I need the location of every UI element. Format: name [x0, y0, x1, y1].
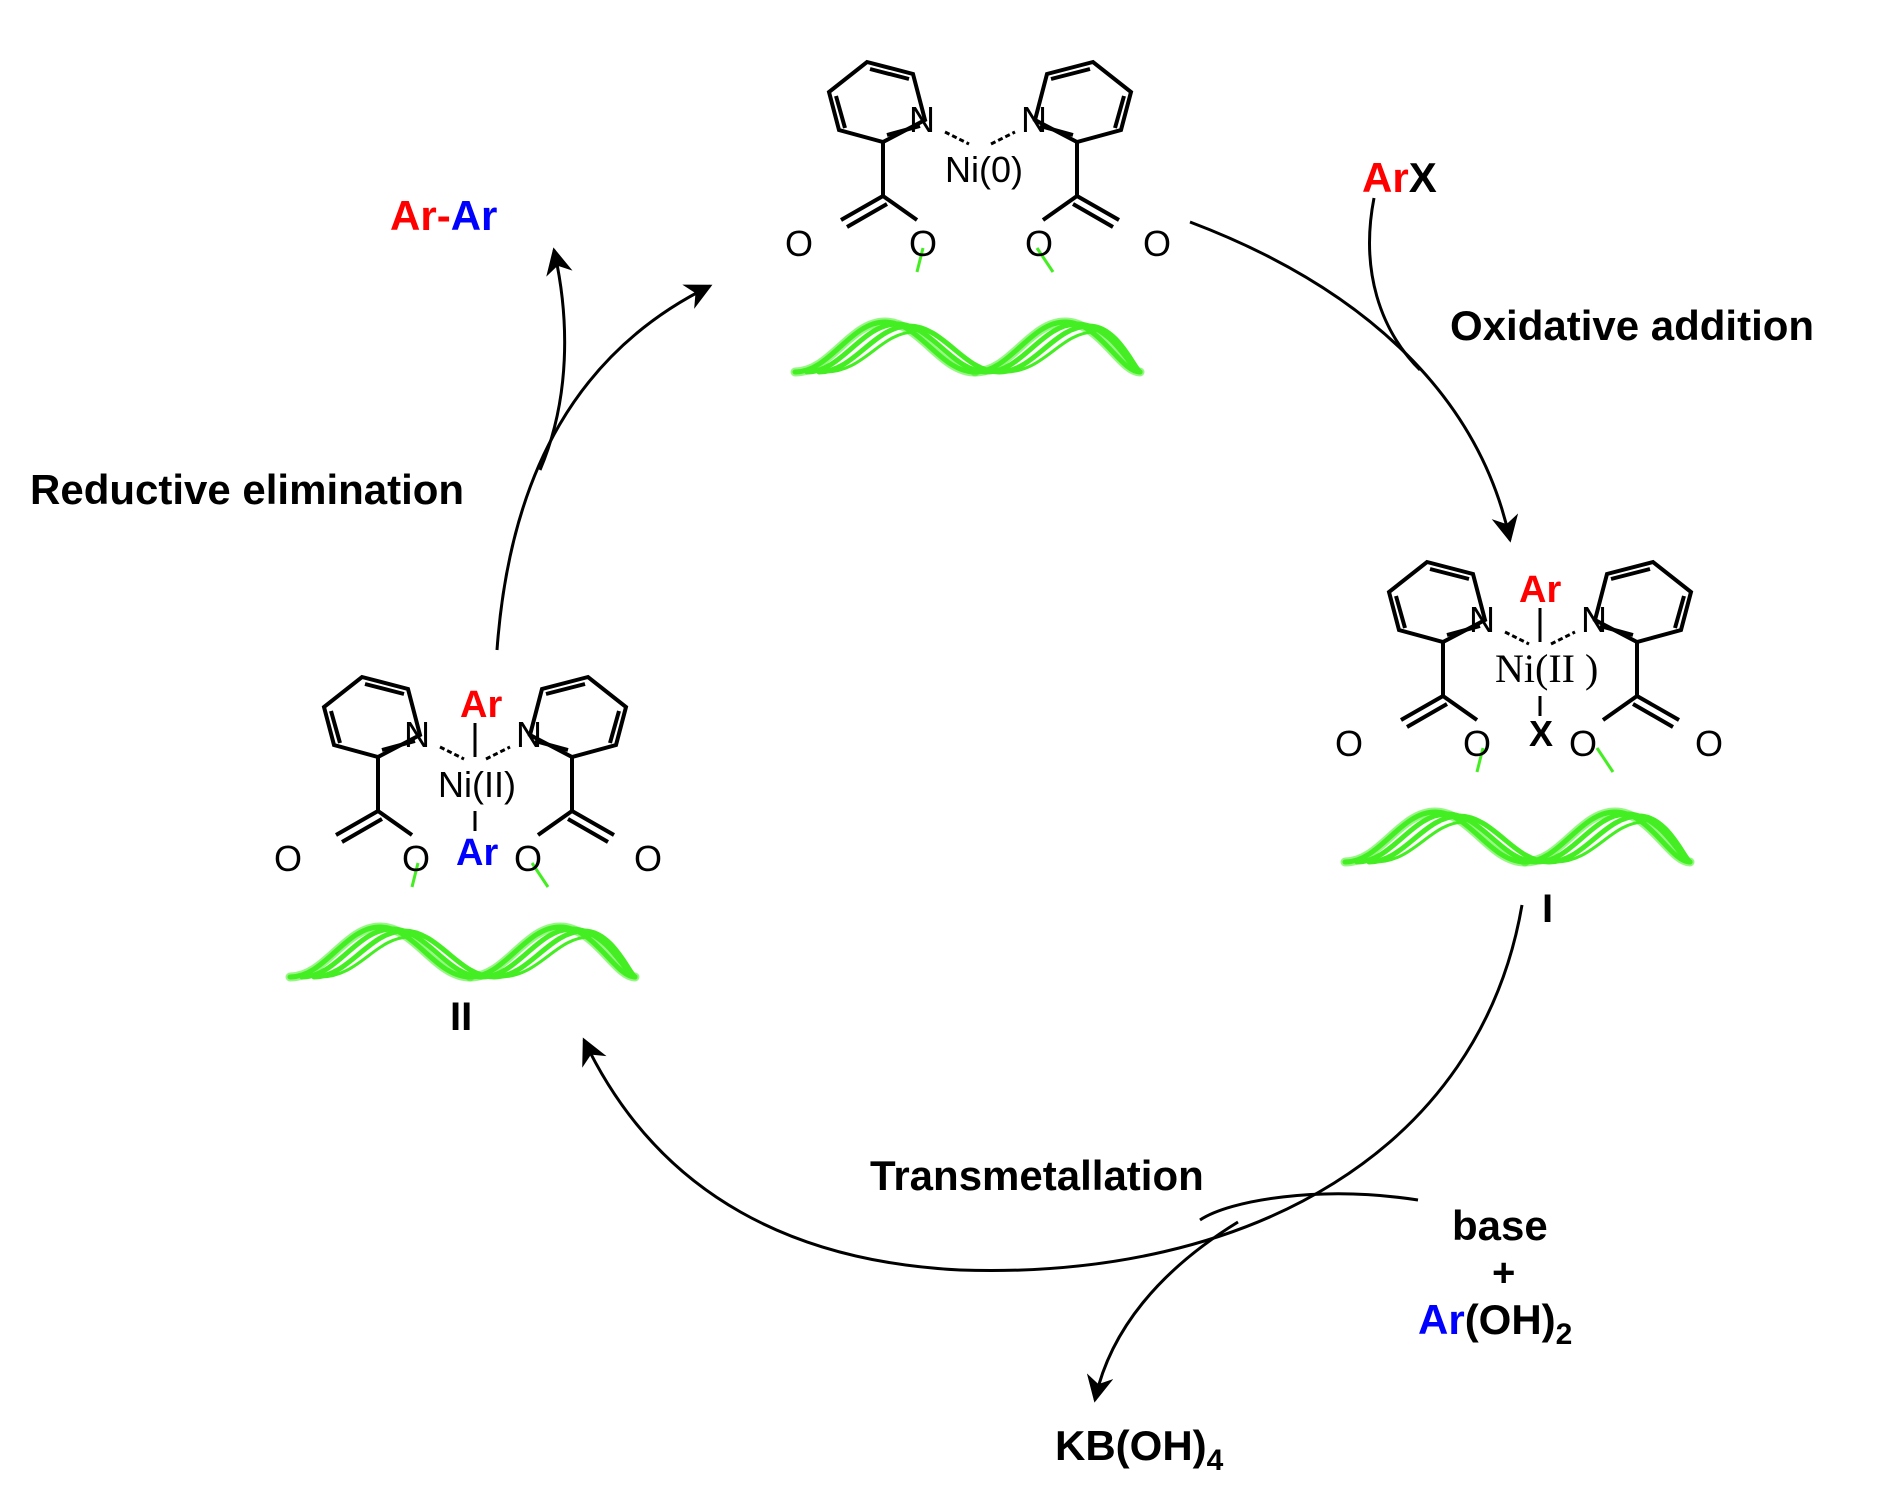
complex-I-axial-ar: Ar	[1519, 569, 1561, 611]
arrow-oxidative-addition	[1189, 220, 1519, 543]
complex-I-metal-center: Ni(II )	[1495, 646, 1598, 691]
label-transmetallation: Transmetallation	[870, 1152, 1204, 1199]
arrow-reagent-input	[1199, 1192, 1419, 1222]
reagent-arx: ArX	[1362, 154, 1437, 201]
reagent-arx-ar: Ar	[1362, 154, 1409, 201]
label-reductive-elimination: Reductive elimination	[30, 466, 464, 513]
product-ar-2: Ar	[451, 192, 498, 239]
ni0-n-right: N	[1021, 99, 1047, 140]
complex-I-carbonyl-o-right: O	[1695, 723, 1723, 764]
byproduct-kboh4: KB(OH)4	[1055, 1422, 1224, 1477]
complex-I: Ar N N Ni(II ) X O O O O	[1335, 560, 1723, 774]
complex-ni0: N N Ni(0) O O O O	[785, 60, 1171, 274]
complex-II-ester-o-left: O	[402, 838, 430, 879]
arrow-product-out	[538, 247, 573, 471]
ni0-metal-center: Ni(0)	[945, 149, 1023, 190]
reagent-boronic-acid: Ar(OH)2	[1418, 1296, 1572, 1351]
reagent-base: base	[1452, 1202, 1548, 1249]
complex-II-carbonyl-o-right: O	[634, 838, 662, 879]
product-ar-ar: Ar-Ar	[390, 192, 497, 239]
dna-complex-II	[290, 927, 635, 977]
ni0-ester-o-left: O	[909, 223, 937, 264]
complex-II-n-left: N	[404, 714, 430, 755]
ni0-ester-o-right: O	[1025, 223, 1053, 264]
reagent-arx-x: X	[1409, 154, 1437, 201]
complex-I-n-left: N	[1469, 599, 1495, 640]
boronic-oh: (OH)	[1465, 1296, 1556, 1343]
byproduct-subscript: 4	[1207, 1444, 1224, 1477]
label-oxidative-addition: Oxidative addition	[1450, 302, 1814, 349]
ni0-n-left: N	[909, 99, 935, 140]
ni0-carbonyl-o-left: O	[785, 223, 813, 264]
complex-I-n-right: N	[1581, 599, 1607, 640]
arrow-reductive-elimination	[495, 284, 713, 651]
reagent-plus: +	[1492, 1251, 1515, 1295]
complex-II: Ar N N Ni(II) Ar O O O O	[274, 675, 662, 889]
complex-II-metal-center: Ni(II)	[438, 764, 516, 805]
complex-II-axial-ar-top: Ar	[460, 684, 502, 726]
boronic-subscript: 2	[1556, 1318, 1573, 1351]
arrow-arx-input	[1368, 197, 1422, 372]
complex-II-n-right: N	[516, 714, 542, 755]
dna-complex-I	[1345, 812, 1690, 862]
dna-top	[795, 322, 1140, 372]
arrow-transmetallation	[582, 904, 1524, 1273]
complex-I-ester-o-right: O	[1569, 723, 1597, 764]
arrow-byproduct-out	[1086, 1220, 1239, 1403]
complex-II-carbonyl-o-left: O	[274, 838, 302, 879]
complex-I-axial-x: X	[1529, 713, 1553, 754]
complex-I-label: I	[1542, 887, 1553, 931]
complex-I-carbonyl-o-left: O	[1335, 723, 1363, 764]
complex-I-ester-o-left: O	[1463, 723, 1491, 764]
product-dash: -	[437, 192, 451, 239]
product-ar-1: Ar	[390, 192, 437, 239]
complex-II-label: II	[450, 995, 472, 1039]
complex-II-axial-ar-bottom: Ar	[456, 832, 498, 874]
complex-II-ester-o-right: O	[514, 838, 542, 879]
boronic-ar: Ar	[1418, 1296, 1465, 1343]
ni0-carbonyl-o-right: O	[1143, 223, 1171, 264]
byproduct-main: KB(OH)	[1055, 1422, 1207, 1469]
